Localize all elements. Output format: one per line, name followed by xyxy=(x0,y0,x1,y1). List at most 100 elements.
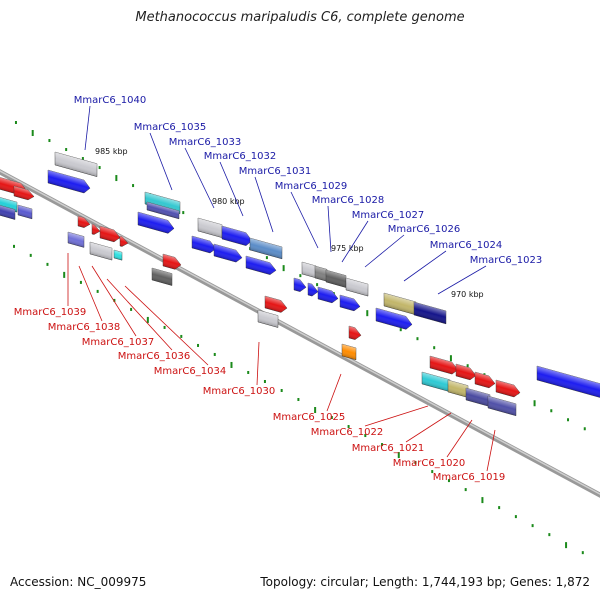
reverse-feature-11 xyxy=(348,325,362,340)
gene-label-mmarc6-1036[interactable]: MmarC6_1036 xyxy=(118,351,190,362)
tick-label-985-kbp: 985 kbp xyxy=(95,147,128,156)
leader-mmarc6-1032 xyxy=(219,161,244,217)
tick-dot xyxy=(115,175,118,182)
tick-dot xyxy=(48,139,51,143)
forward-feature-1 xyxy=(0,195,18,213)
tick-dot xyxy=(581,551,584,555)
forward-feature-4 xyxy=(17,204,33,220)
reverse-feature-3 xyxy=(119,235,129,247)
leader-mmarc6-1023 xyxy=(437,265,487,295)
forward-feature-11 xyxy=(221,225,253,246)
forward-feature-8 xyxy=(146,201,180,220)
leader-mmarc6-1031 xyxy=(254,176,274,233)
reverse-feature-5 xyxy=(89,241,113,261)
gene-label-mmarc6-1027[interactable]: MmarC6_1027 xyxy=(352,210,424,221)
tick-dot xyxy=(65,148,68,152)
gene-label-mmarc6-1031[interactable]: MmarC6_1031 xyxy=(239,166,311,177)
gene-label-mmarc6-1022[interactable]: MmarC6_1022 xyxy=(311,427,383,438)
gene-label-mmarc6-1019[interactable]: MmarC6_1019 xyxy=(433,472,505,483)
forward-feature-7 xyxy=(144,191,181,215)
forward-feature-21 xyxy=(307,282,319,297)
leader-mmarc6-1025 xyxy=(326,373,342,412)
gene-label-mmarc6-1037[interactable]: MmarC6_1037 xyxy=(82,337,154,348)
leader-mmarc6-1035 xyxy=(149,132,173,191)
reverse-feature-12 xyxy=(341,343,357,361)
tick-dot xyxy=(180,334,183,338)
tick-dot xyxy=(366,310,369,317)
tick-label-975-kbp: 975 kbp xyxy=(331,244,364,253)
leader-mmarc6-1021 xyxy=(405,412,452,443)
gene-label-mmarc6-1030[interactable]: MmarC6_1030 xyxy=(203,386,275,397)
forward-feature-20 xyxy=(293,277,307,292)
forward-feature-18 xyxy=(325,269,347,288)
tick-dot xyxy=(399,328,402,332)
gene-label-mmarc6-1033[interactable]: MmarC6_1033 xyxy=(169,137,241,148)
reverse-feature-14 xyxy=(455,363,477,381)
reverse-feature-10 xyxy=(257,309,279,328)
reverse-feature-20 xyxy=(487,395,517,417)
tick-dot xyxy=(247,370,250,374)
reverse-feature-17 xyxy=(421,371,451,393)
gene-label-mmarc6-1020[interactable]: MmarC6_1020 xyxy=(393,458,465,469)
gene-label-mmarc6-1038[interactable]: MmarC6_1038 xyxy=(48,322,120,333)
leader-mmarc6-1024 xyxy=(403,250,447,282)
tick-dot xyxy=(531,524,534,528)
tick-dot xyxy=(297,398,300,402)
reverse-feature-18 xyxy=(447,379,469,398)
forward-feature-22 xyxy=(317,286,339,304)
reverse-feature-1 xyxy=(91,223,101,235)
forward-feature-5 xyxy=(54,151,98,177)
reverse-feature-6 xyxy=(113,249,123,261)
tick-dot xyxy=(481,497,484,504)
gene-label-mmarc6-1034[interactable]: MmarC6_1034 xyxy=(154,366,226,377)
tick-dot xyxy=(132,184,135,188)
map-title: Methanococcus maripaludis C6, complete g… xyxy=(135,10,465,25)
gene-label-mmarc6-1029[interactable]: MmarC6_1029 xyxy=(275,181,347,192)
gene-labels: MmarC6_1040MmarC6_1035MmarC6_1033MmarC6_… xyxy=(14,95,542,483)
gene-label-mmarc6-1024[interactable]: MmarC6_1024 xyxy=(430,240,502,251)
gene-label-mmarc6-1021[interactable]: MmarC6_1021 xyxy=(352,443,424,454)
reverse-feature-15 xyxy=(474,371,496,389)
tick-dot xyxy=(330,416,333,420)
tick-dot xyxy=(130,307,133,311)
reverse-feature-4 xyxy=(67,231,85,248)
gene-label-mmarc6-1023[interactable]: MmarC6_1023 xyxy=(470,255,542,266)
reverse-feature-2 xyxy=(99,225,121,243)
leader-mmarc6-1027 xyxy=(341,220,369,263)
tick-dot xyxy=(265,256,268,260)
tick-dot xyxy=(466,364,469,368)
gene-label-mmarc6-1035[interactable]: MmarC6_1035 xyxy=(134,122,206,133)
tick-dot xyxy=(433,346,436,350)
tick-dot xyxy=(282,265,285,272)
genome-backbone xyxy=(0,169,600,498)
reverse-feature-13 xyxy=(429,355,459,375)
tick-dot xyxy=(96,289,99,293)
leader-mmarc6-1034 xyxy=(124,285,209,366)
tick-dot xyxy=(548,533,551,537)
tick-dot xyxy=(182,211,185,215)
tick-dot xyxy=(314,407,317,414)
forward-feature-13 xyxy=(213,243,243,263)
accession-text: Accession: NC_009975 xyxy=(10,575,147,589)
tick-dot xyxy=(565,542,568,549)
gene-label-mmarc6-1028[interactable]: MmarC6_1028 xyxy=(312,195,384,206)
forward-feature-3 xyxy=(13,185,35,201)
tick-dot xyxy=(13,244,16,248)
gene-label-mmarc6-1040[interactable]: MmarC6_1040 xyxy=(74,95,146,106)
leader-mmarc6-1019 xyxy=(486,429,496,472)
reverse-feature-19 xyxy=(465,387,491,407)
gene-label-mmarc6-1039[interactable]: MmarC6_1039 xyxy=(14,307,86,318)
forward-feature-9 xyxy=(137,211,175,234)
gene-label-mmarc6-1026[interactable]: MmarC6_1026 xyxy=(388,224,460,235)
leader-mmarc6-1030 xyxy=(256,341,260,386)
tick-dot xyxy=(31,130,34,137)
leader-mmarc6-1022 xyxy=(364,405,429,427)
gene-label-mmarc6-1032[interactable]: MmarC6_1032 xyxy=(204,151,276,162)
leader-mmarc6-1028 xyxy=(327,205,332,253)
tick-dot xyxy=(414,461,417,465)
leader-mmarc6-1020 xyxy=(446,419,473,458)
tick-dot xyxy=(230,361,233,368)
gene-label-mmarc6-1025[interactable]: MmarC6_1025 xyxy=(273,412,345,423)
